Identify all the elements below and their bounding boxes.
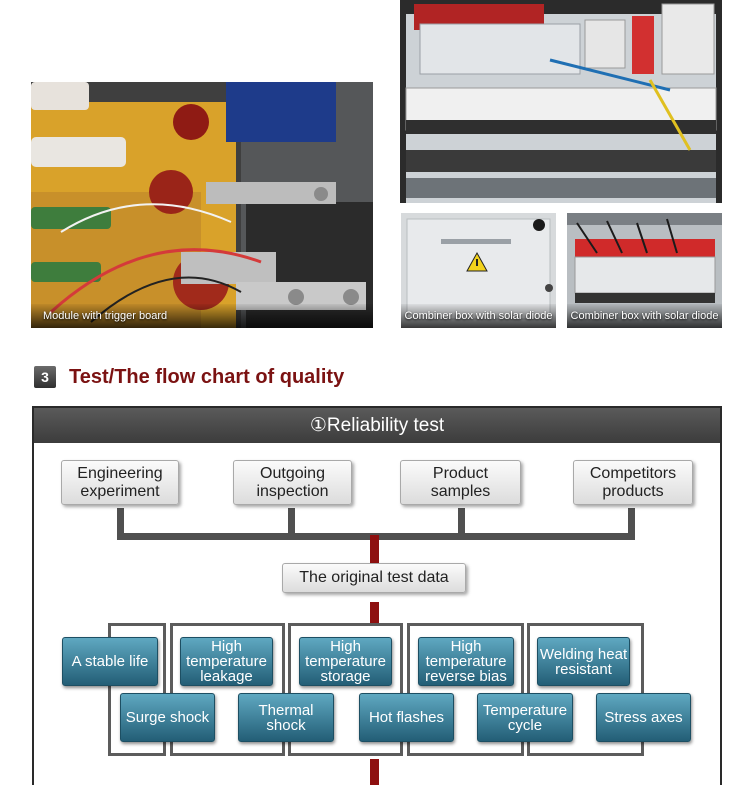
section-number-badge: 3 (34, 366, 56, 388)
connector-source-4 (628, 508, 635, 540)
test-high-temperature-reverse-bias: High temperature reverse bias (418, 637, 514, 686)
connector-down-1 (370, 535, 379, 563)
test-high-temperature-storage: High temperature storage (299, 637, 392, 686)
photo-caption: Combiner box with solar diode (401, 304, 556, 328)
connector-down-3 (370, 759, 379, 785)
photo-combiner-panel (400, 0, 722, 203)
source-outgoing-inspection: Outgoing inspection (233, 460, 352, 505)
trigger-board-illustration (31, 82, 373, 328)
flowchart-header: ①Reliability test (34, 408, 720, 443)
photo-combiner-box-interior: Combiner box with solar diode (567, 213, 722, 328)
section-title: Test/The flow chart of quality (69, 366, 345, 388)
connector-down-2 (370, 602, 379, 624)
source-competitors-products: Competitors products (573, 460, 693, 505)
connector-source-1 (117, 508, 124, 540)
photo-caption: Module with trigger board (31, 304, 373, 328)
connector-source-3 (458, 508, 465, 540)
photo-module-trigger-board: Module with trigger board (31, 82, 373, 328)
test-welding-heat-resistant: Welding heat resistant (537, 637, 630, 686)
test-high-temperature-leakage: High temperature leakage (180, 637, 273, 686)
combiner-panel-illustration (400, 0, 722, 203)
connector-source-2 (288, 508, 295, 540)
photo-combiner-box-cover: Combiner box with solar diode (401, 213, 556, 328)
test-stable-life: A stable life (62, 637, 158, 686)
test-stress-axes: Stress axes (596, 693, 691, 742)
test-surge-shock: Surge shock (120, 693, 215, 742)
source-product-samples: Product samples (400, 460, 521, 505)
test-hot-flashes: Hot flashes (359, 693, 454, 742)
test-thermal-shock: Thermal shock (238, 693, 334, 742)
source-engineering-experiment: Engineering experiment (61, 460, 179, 505)
original-test-data: The original test data (282, 563, 466, 593)
test-temperature-cycle: Temperature cycle (477, 693, 573, 742)
photo-caption: Combiner box with solar diode (567, 304, 722, 328)
